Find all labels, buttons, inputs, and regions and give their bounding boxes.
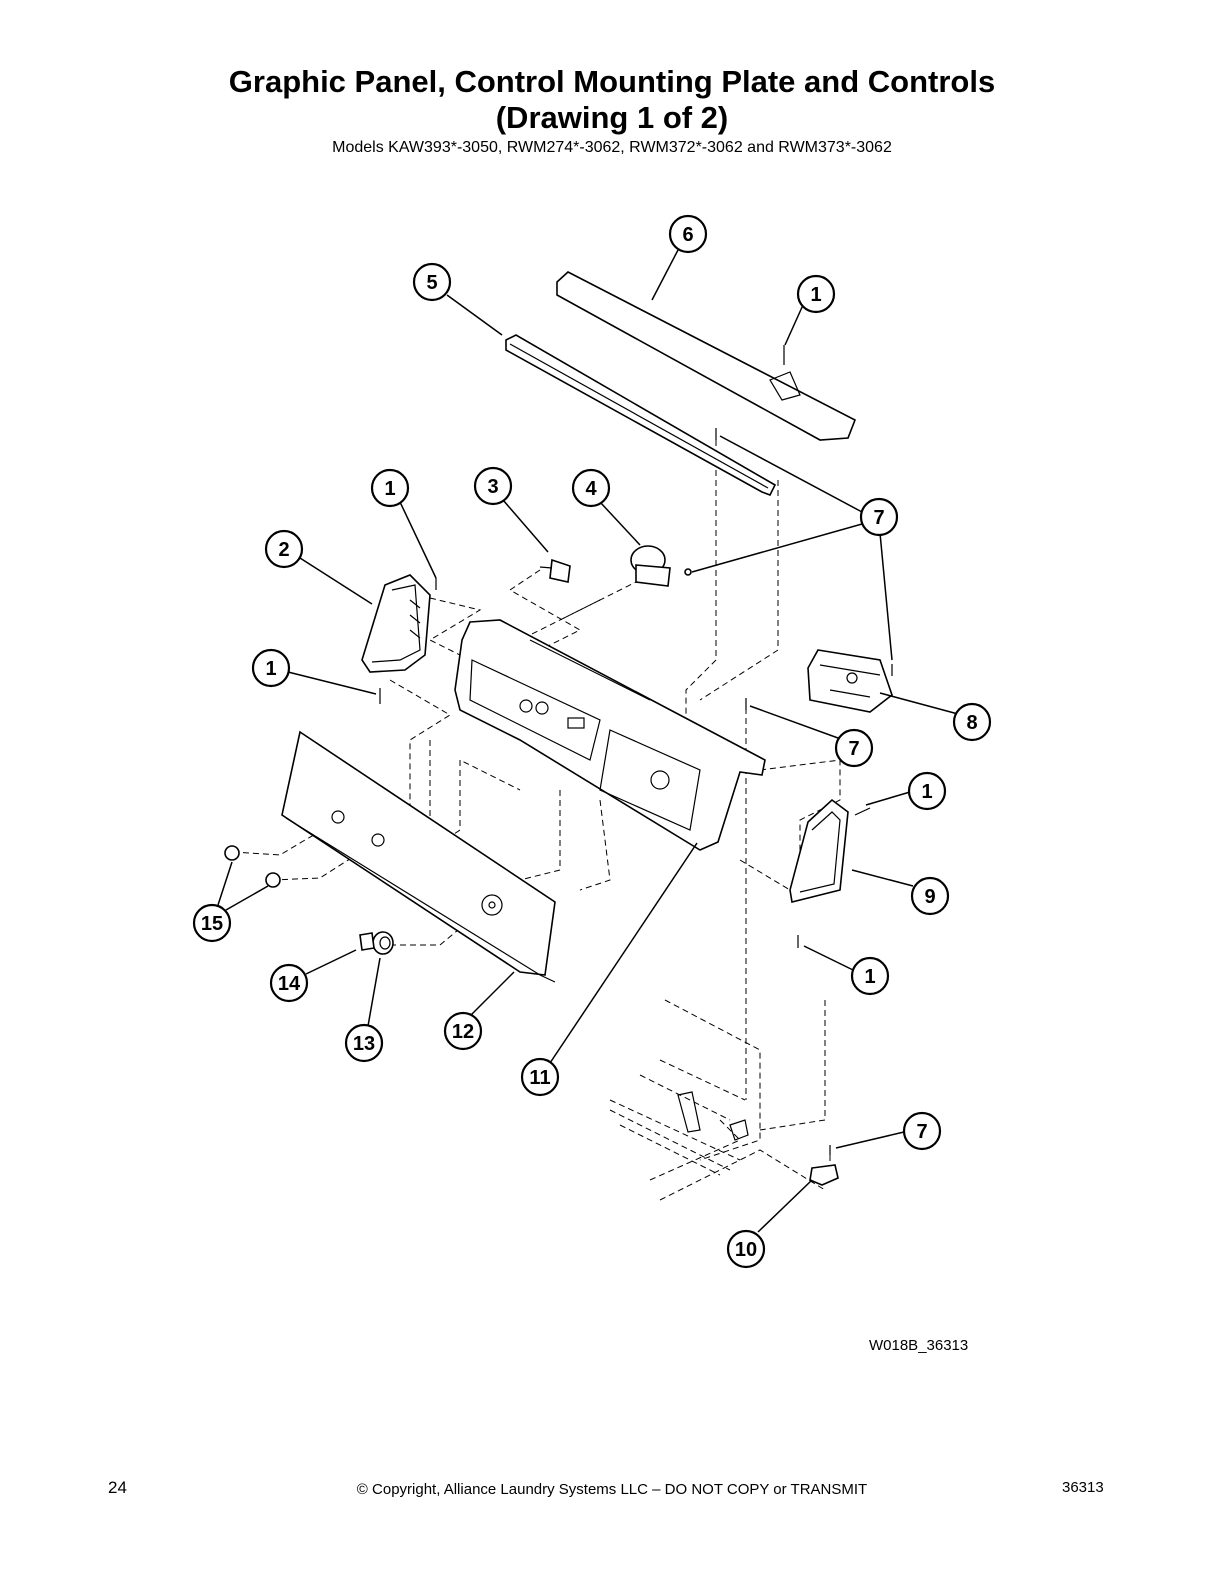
svg-text:1: 1 — [265, 658, 276, 680]
svg-text:10: 10 — [735, 1239, 757, 1261]
page-number: 24 — [108, 1478, 127, 1497]
callout-2: 2 — [264, 529, 304, 569]
callout-4: 4 — [571, 468, 611, 508]
svg-text:1: 1 — [864, 966, 875, 988]
callout-10: 10 — [726, 1229, 766, 1269]
models-subtitle: Models KAW393*-3050, RWM274*-3062, RWM37… — [332, 139, 892, 156]
screws — [379, 345, 893, 1155]
page-title-line2: (Drawing 1 of 2) — [495, 100, 729, 135]
callout-15: 15 — [192, 903, 232, 943]
svg-text:6: 6 — [682, 224, 693, 246]
part-9-right-end-cap — [789, 798, 849, 903]
svg-text:13: 13 — [353, 1033, 375, 1055]
callout-1: 1 — [796, 274, 836, 314]
part-10-bracket — [809, 1164, 839, 1186]
document-number: 36313 — [1062, 1479, 1104, 1496]
part-3-switch — [539, 558, 571, 583]
drawing-id: W018B_36313 — [869, 1337, 969, 1354]
part-6-console-top — [556, 271, 857, 441]
svg-text:1: 1 — [384, 478, 395, 500]
callout-1: 1 — [907, 771, 947, 811]
svg-text:5: 5 — [426, 272, 437, 294]
svg-text:1: 1 — [921, 781, 932, 803]
callout-6: 6 — [668, 214, 708, 254]
svg-text:14: 14 — [278, 973, 301, 995]
callout-12: 12 — [443, 1011, 483, 1051]
cabinet-reference-outline — [609, 999, 826, 1201]
copyright-notice: © Copyright, Alliance Laundry Systems LL… — [356, 1481, 868, 1498]
callout-1: 1 — [850, 956, 890, 996]
callout-11: 11 — [520, 1057, 560, 1097]
svg-text:3: 3 — [487, 476, 498, 498]
part-12-graphic-panel — [281, 730, 556, 983]
callout-14: 14 — [269, 963, 309, 1003]
part-13-knob-skirt — [372, 931, 394, 955]
callout-1: 1 — [370, 468, 410, 508]
callout-1: 1 — [251, 648, 291, 688]
part-14-knob — [359, 932, 375, 951]
svg-text:4: 4 — [585, 478, 597, 500]
svg-text:2: 2 — [278, 539, 289, 561]
svg-text:9: 9 — [924, 886, 935, 908]
svg-text:8: 8 — [966, 712, 977, 734]
svg-text:12: 12 — [452, 1021, 474, 1043]
svg-text:15: 15 — [201, 913, 223, 935]
svg-text:1: 1 — [810, 284, 821, 306]
callout-3: 3 — [473, 466, 513, 506]
callout-7: 7 — [902, 1111, 942, 1151]
svg-text:11: 11 — [529, 1067, 550, 1089]
part-4-pressure-switch — [630, 545, 692, 587]
callout-13: 13 — [344, 1023, 384, 1063]
svg-text:7: 7 — [873, 507, 884, 529]
callout-9: 9 — [910, 876, 950, 916]
svg-text:7: 7 — [848, 738, 859, 760]
part-5-trim-strip — [505, 334, 777, 497]
callout-7: 7 — [834, 728, 874, 768]
part-15-buttons — [224, 845, 281, 888]
callout-5: 5 — [412, 262, 452, 302]
svg-text:7: 7 — [916, 1121, 927, 1143]
page-title-line1: Graphic Panel, Control Mounting Plate an… — [228, 64, 996, 99]
leader-lines — [217, 249, 959, 1233]
callout-8: 8 — [952, 702, 992, 742]
part-2-left-end-cap — [361, 574, 431, 673]
callout-7: 7 — [859, 497, 899, 537]
part-11-control-mounting-plate — [454, 619, 766, 851]
part-8-timer — [807, 649, 893, 713]
